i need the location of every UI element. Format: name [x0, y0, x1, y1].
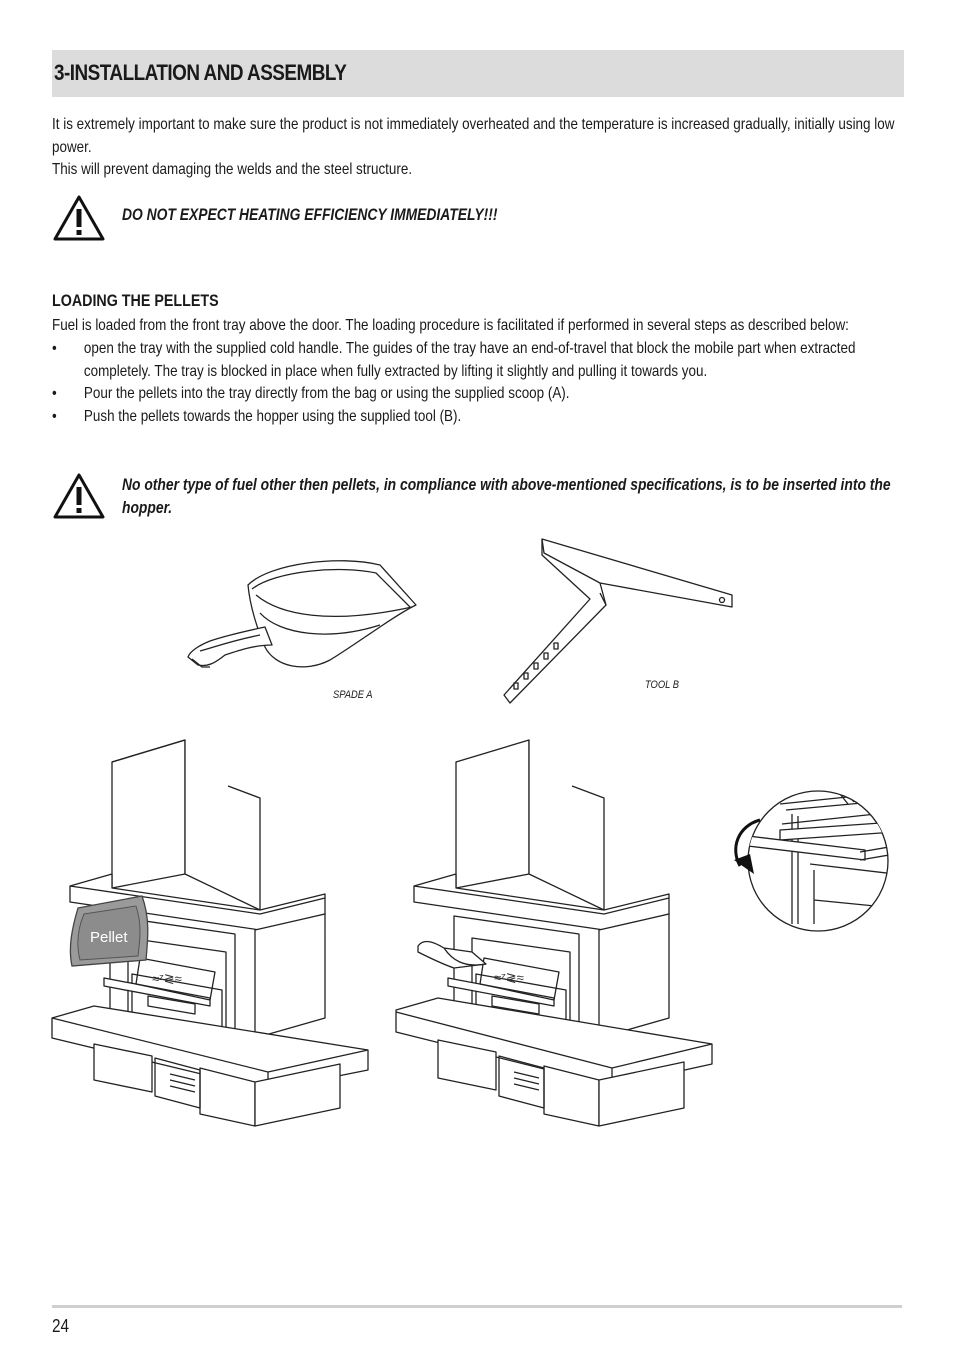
loading-intro: Fuel is loaded from the front tray above…: [52, 317, 849, 334]
list-item: • Pour the pellets into the tray directl…: [52, 383, 900, 406]
section-heading-bar: 3-INSTALLATION AND ASSEMBLY: [52, 50, 904, 97]
fireplace-pellet-bag-illustration: ≈ᶻ≷≈ Pellet: [51, 739, 369, 1127]
list-item: • open the tray with the supplied cold h…: [52, 340, 856, 380]
intro-paragraph-2: This will prevent damaging the welds and…: [52, 161, 413, 178]
tray-detail-illustration: [734, 790, 889, 932]
warning-fuel-text: No other type of fuel other then pellets…: [122, 476, 891, 517]
bullet-icon: •: [52, 407, 57, 425]
section-title: 3-INSTALLATION AND ASSEMBLY: [54, 60, 347, 85]
tool-label: TOOL B: [645, 679, 679, 691]
svg-text:≈ᶻ≷≈: ≈ᶻ≷≈: [152, 971, 182, 986]
list-item: • Push the pellets towards the hopper us…: [52, 406, 900, 429]
bullet-icon: •: [52, 340, 57, 357]
loading-steps-list: • open the tray with the supplied cold h…: [52, 338, 900, 428]
svg-text:≈ᶻ≷≈: ≈ᶻ≷≈: [494, 970, 524, 985]
fireplace-scoop-illustration: ≈ᶻ≷≈: [395, 739, 713, 1127]
warning-triangle-icon: [53, 195, 105, 241]
warning-efficiency-text: DO NOT EXPECT HEATING EFFICIENCY IMMEDIA…: [122, 206, 498, 224]
intro-paragraph: It is extremely important to make sure t…: [52, 116, 895, 156]
loading-heading: LOADING THE PELLETS: [52, 291, 219, 310]
page-number: 24: [52, 1316, 70, 1336]
bullet-icon: •: [52, 385, 57, 402]
tool-illustration: [503, 538, 733, 704]
footer-rule: [52, 1305, 902, 1308]
warning-triangle-icon: [53, 473, 105, 519]
spade-label: SPADE A: [333, 689, 373, 701]
pellet-bag-label: Pellet: [90, 929, 128, 946]
spade-illustration: [187, 560, 417, 668]
